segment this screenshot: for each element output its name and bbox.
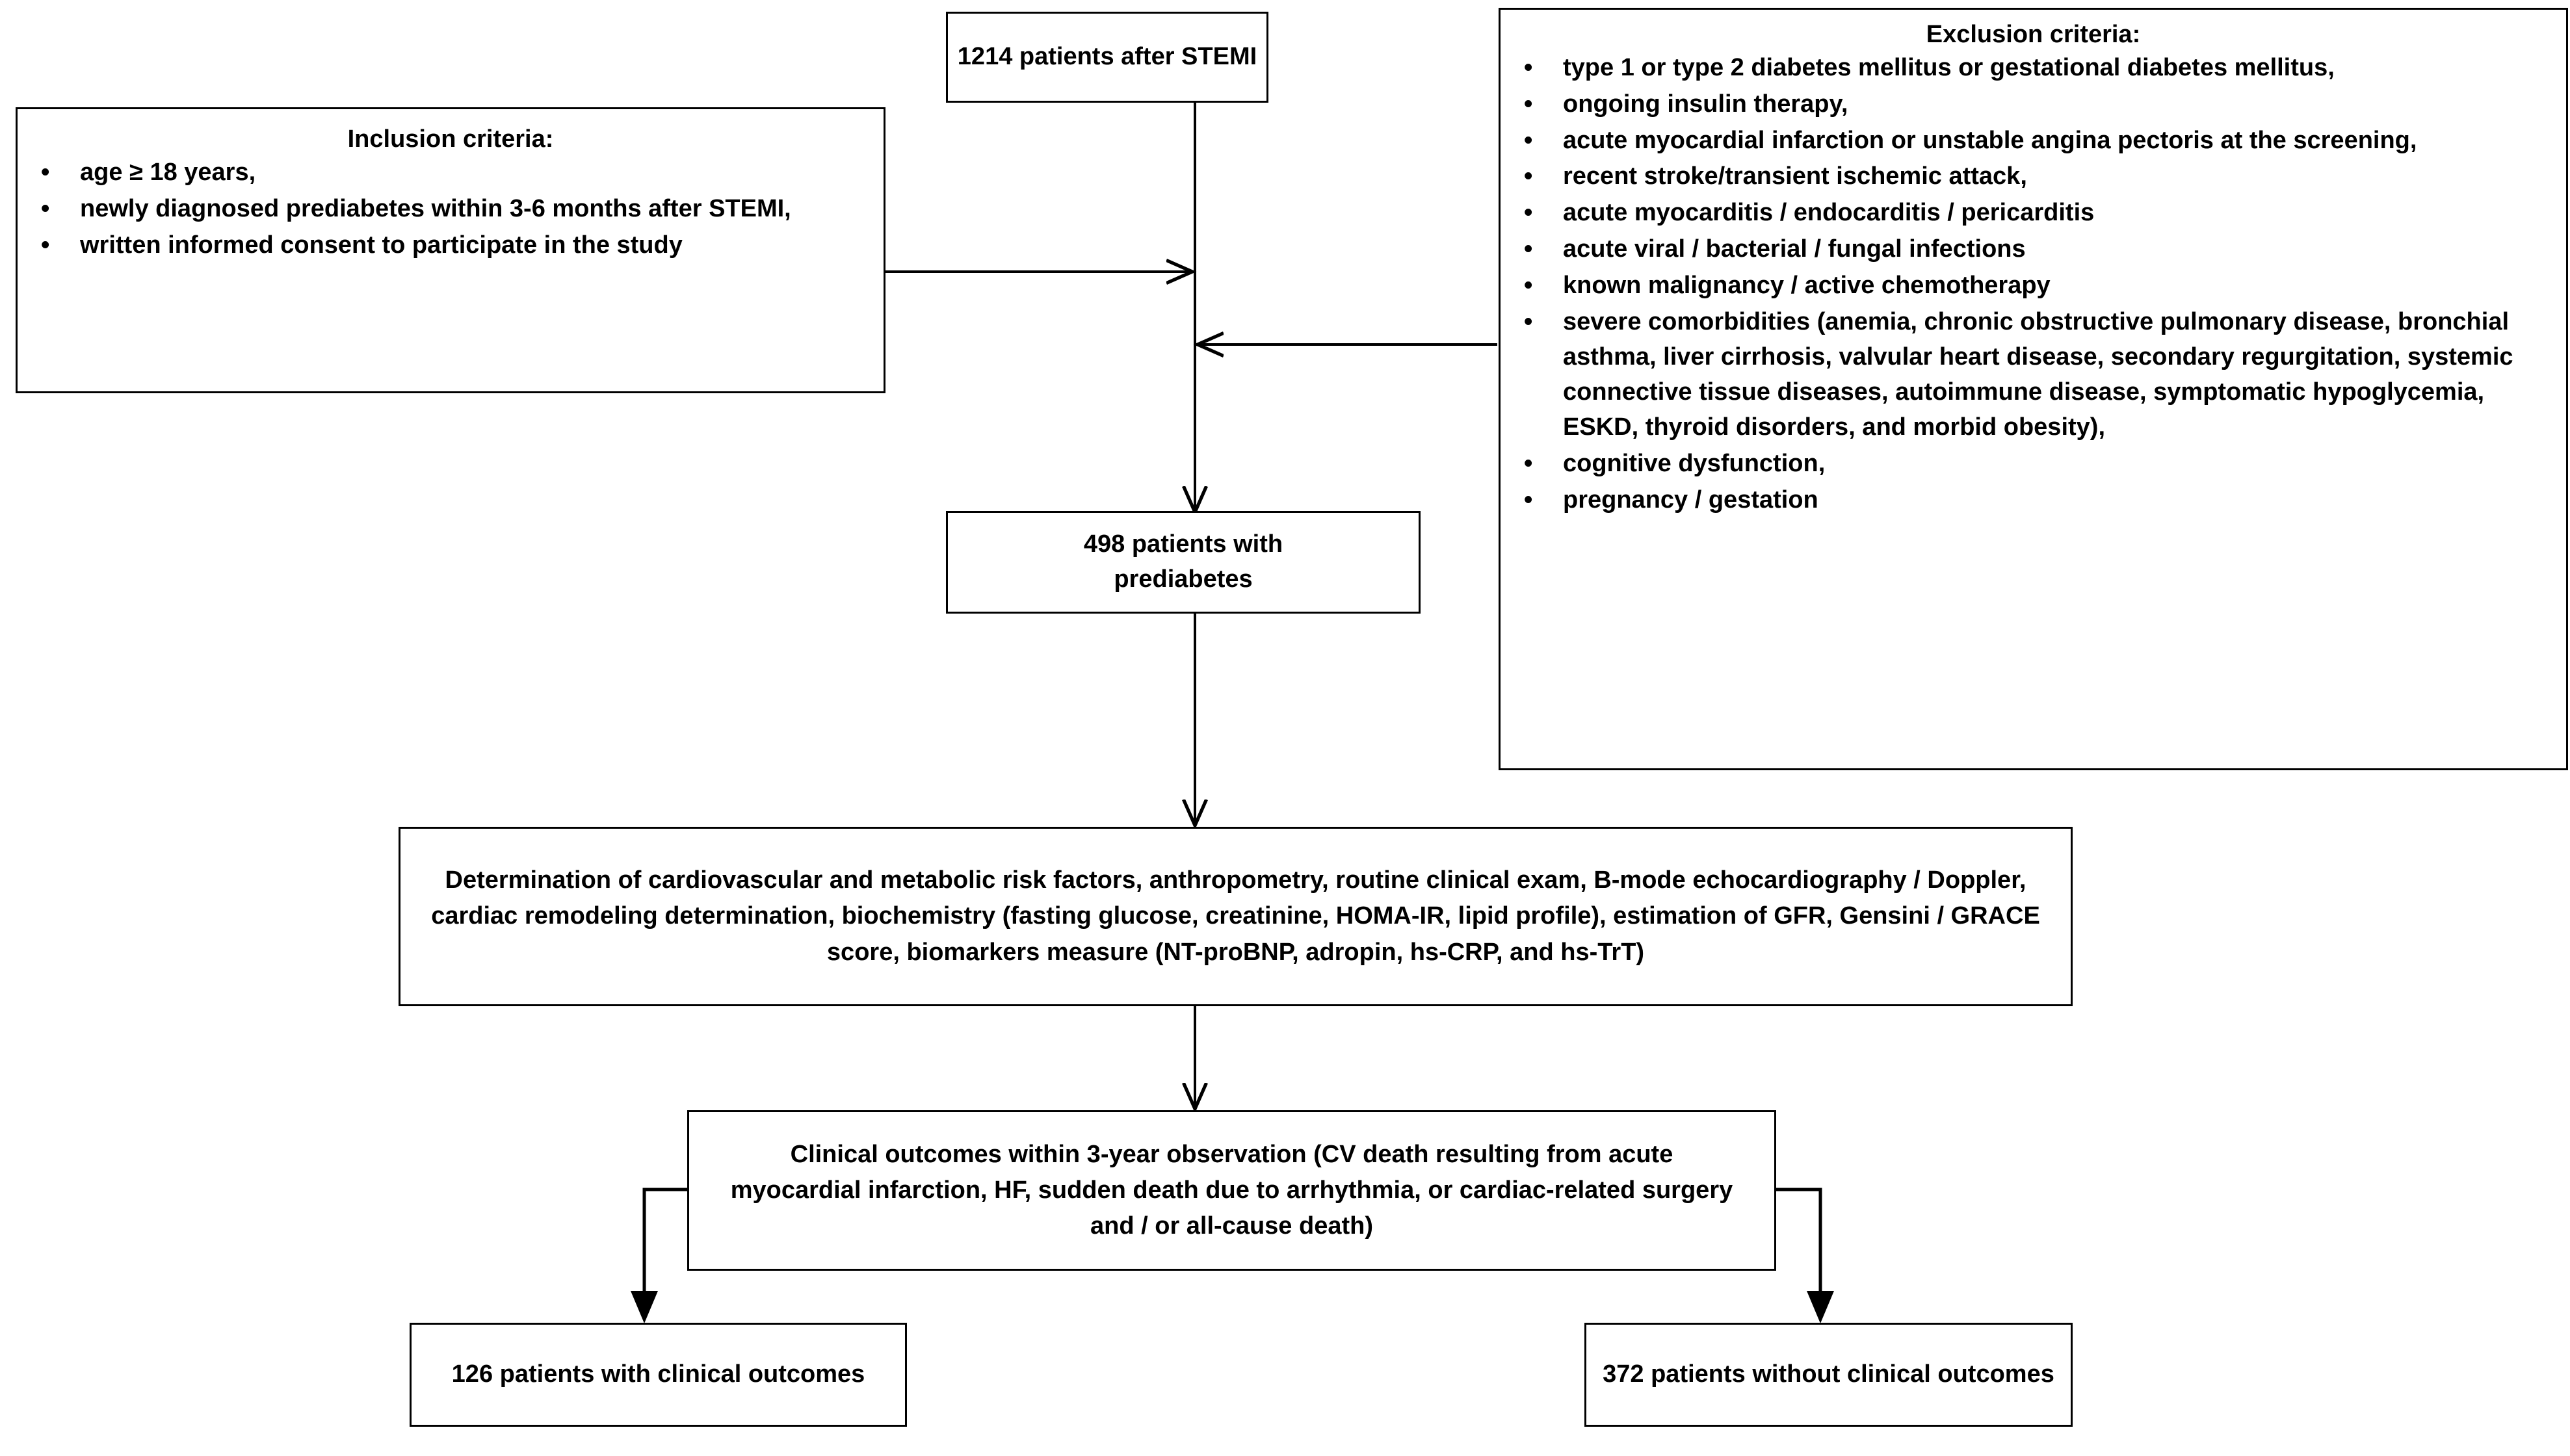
bullet-icon: • (1524, 308, 1533, 336)
inclusion-item-0: age ≥ 18 years, (80, 158, 256, 186)
list-item: • newly diagnosed prediabetes within 3-6… (18, 192, 884, 227)
node-prediabetes: 498 patients with prediabetes (946, 511, 1421, 614)
inclusion-item-2: written informed consent to participate … (80, 231, 683, 259)
exclusion-item-9: pregnancy / gestation (1563, 486, 1818, 514)
inclusion-criteria-title: Inclusion criteria: (347, 125, 554, 153)
exclusion-item-7: severe comorbidities (anemia, chronic ob… (1563, 308, 2513, 441)
bullet-icon: • (1524, 235, 1533, 263)
exclusion-item-5: acute viral / bacterial / fungal infecti… (1563, 235, 2026, 263)
connector-outcomes-to-without (1776, 1188, 1834, 1324)
bullet-icon: • (41, 194, 50, 222)
node-assessment: Determination of cardiovascular and meta… (399, 827, 2073, 1006)
node-inclusion-criteria: Inclusion criteria: • age ≥ 18 years, • … (16, 107, 885, 393)
list-item: • pregnancy / gestation (1501, 483, 2548, 518)
node-with-outcomes: 126 patients with clinical outcomes (410, 1323, 907, 1427)
bullet-icon: • (1524, 199, 1533, 227)
inclusion-criteria-list: • age ≥ 18 years, • newly diagnosed pred… (18, 155, 884, 265)
node-clinical-outcomes: Clinical outcomes within 3-year observat… (687, 1110, 1776, 1271)
exclusion-item-0: type 1 or type 2 diabetes mellitus or ge… (1563, 53, 2335, 81)
list-item: • ongoing insulin therapy, (1501, 87, 2548, 122)
list-item: • acute viral / bacterial / fungal infec… (1501, 232, 2548, 267)
bullet-icon: • (41, 158, 50, 186)
node-assessment-label: Determination of cardiovascular and meta… (431, 866, 2040, 966)
list-item: • age ≥ 18 years, (18, 155, 884, 190)
bullet-icon: • (1524, 272, 1533, 300)
list-item: • recent stroke/transient ischemic attac… (1501, 159, 2548, 194)
bullet-icon: • (1524, 486, 1533, 514)
list-item: • known malignancy / active chemotherapy (1501, 268, 2548, 304)
exclusion-item-1: ongoing insulin therapy, (1563, 90, 1848, 118)
exclusion-item-6: known malignancy / active chemotherapy (1563, 272, 2051, 300)
bullet-icon: • (1524, 53, 1533, 81)
node-prediabetes-label: 498 patients with prediabetes (1083, 530, 1283, 593)
node-exclusion-criteria: Exclusion criteria: • type 1 or type 2 d… (1499, 8, 2568, 770)
inclusion-item-1: newly diagnosed prediabetes within 3-6 m… (80, 194, 791, 222)
exclusion-criteria-list: • type 1 or type 2 diabetes mellitus or … (1501, 51, 2566, 519)
list-item: • acute myocarditis / endocarditis / per… (1501, 196, 2548, 231)
list-item: • severe comorbidities (anemia, chronic … (1501, 305, 2548, 445)
node-cohort: 1214 patients after STEMI (946, 12, 1268, 103)
list-item: • acute myocardial infarction or unstabl… (1501, 124, 2548, 159)
exclusion-item-3: recent stroke/transient ischemic attack, (1563, 162, 2027, 190)
list-item: • type 1 or type 2 diabetes mellitus or … (1501, 51, 2548, 86)
connector-outcomes-to-with (631, 1188, 687, 1324)
bullet-icon: • (1524, 90, 1533, 118)
bullet-icon: • (1524, 162, 1533, 190)
exclusion-criteria-title: Exclusion criteria: (1926, 21, 2141, 48)
exclusion-item-2: acute myocardial infarction or unstable … (1563, 126, 2417, 154)
list-item: • cognitive dysfunction, (1501, 447, 2548, 482)
bullet-icon: • (41, 231, 50, 259)
list-item: • written informed consent to participat… (18, 228, 884, 263)
node-cohort-label: 1214 patients after STEMI (957, 43, 1257, 71)
bullet-icon: • (1524, 450, 1533, 478)
node-without-outcomes-label: 372 patients without clinical outcomes (1603, 1360, 2054, 1388)
node-clinical-outcomes-label: Clinical outcomes within 3-year observat… (730, 1140, 1733, 1240)
exclusion-item-8: cognitive dysfunction, (1563, 450, 1826, 478)
node-without-outcomes: 372 patients without clinical outcomes (1584, 1323, 2073, 1427)
node-with-outcomes-label: 126 patients with clinical outcomes (451, 1360, 865, 1388)
bullet-icon: • (1524, 126, 1533, 154)
exclusion-item-4: acute myocarditis / endocarditis / peric… (1563, 199, 2095, 227)
